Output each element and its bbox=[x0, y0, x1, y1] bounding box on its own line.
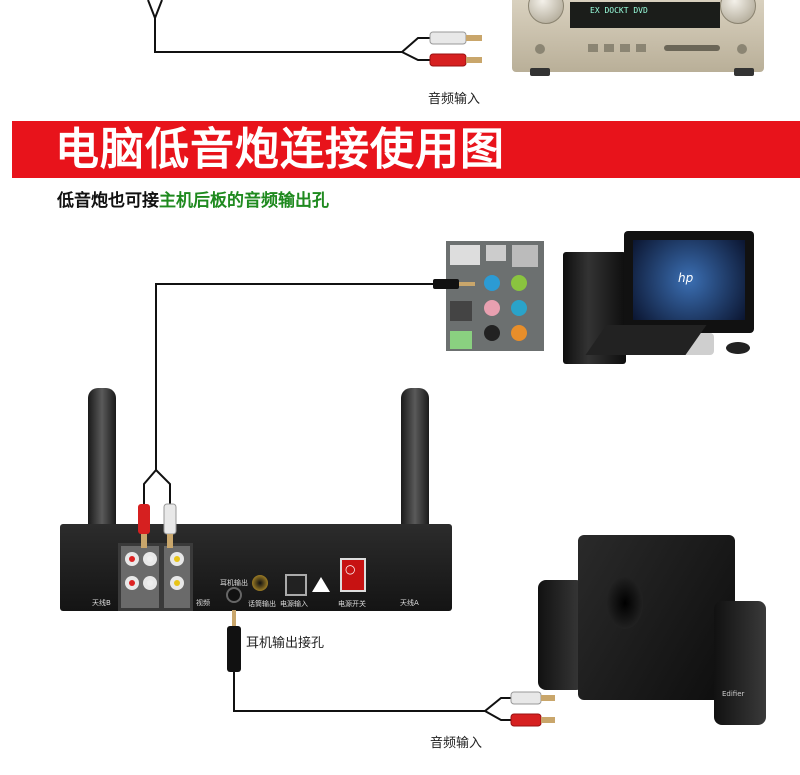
section-banner bbox=[12, 121, 800, 178]
headphone-output-label: 耳机输出 bbox=[220, 579, 248, 587]
speaker-brand-logo: Edifier bbox=[722, 690, 745, 698]
speaker-left bbox=[538, 580, 584, 690]
subwoofer bbox=[578, 535, 735, 700]
audio-cable-top bbox=[0, 0, 800, 100]
warning-icon bbox=[312, 577, 330, 592]
av-jack-panel bbox=[118, 543, 193, 611]
mouse bbox=[726, 342, 750, 354]
speaker-right bbox=[714, 601, 766, 725]
subtitle: 低音炮也可接主机后板的音频输出孔 bbox=[57, 186, 329, 211]
subtitle-part2: 主机后板的音频输出孔 bbox=[159, 191, 329, 211]
headphone-cable bbox=[215, 610, 575, 730]
mic-output-label: 话筒输出 bbox=[248, 600, 276, 608]
subwoofer-port bbox=[607, 577, 643, 629]
antenna-b-label: 天线B bbox=[92, 599, 111, 607]
amplifier-display-text: EX DOCKT DVD bbox=[590, 6, 648, 15]
keyboard bbox=[585, 325, 707, 355]
power-switch-glyph: ○ bbox=[345, 562, 356, 576]
pc-screen bbox=[633, 240, 745, 320]
pc-rear-panel bbox=[446, 241, 544, 351]
top-audio-input-caption: 音频输入 bbox=[428, 92, 481, 107]
power-input-jack bbox=[285, 574, 307, 596]
headphone-jack bbox=[226, 587, 242, 603]
amplifier-display bbox=[570, 2, 720, 28]
power-switch-label: 电源开关 bbox=[338, 600, 366, 608]
rca-cable-to-receiver bbox=[130, 440, 200, 550]
pc-audio-cable bbox=[140, 255, 500, 455]
banner-title: 电脑低音炮连接使用图 bbox=[55, 124, 505, 175]
amplifier-buttons bbox=[528, 40, 756, 58]
power-switch bbox=[340, 558, 366, 592]
video-label: 视频 bbox=[196, 599, 210, 607]
antenna-a-label: 天线A bbox=[400, 599, 419, 607]
power-input-label: 电源输入 bbox=[280, 600, 308, 608]
headphone-jack-caption: 耳机输出接孔 bbox=[246, 636, 325, 651]
amplifier-foot bbox=[734, 68, 754, 76]
subtitle-part1: 低音炮也可接 bbox=[57, 191, 159, 211]
hp-logo-icon: hp bbox=[678, 271, 694, 285]
mic-output-jack bbox=[252, 575, 268, 591]
amplifier-foot bbox=[530, 68, 550, 76]
bottom-audio-input-caption: 音频输入 bbox=[430, 736, 483, 751]
